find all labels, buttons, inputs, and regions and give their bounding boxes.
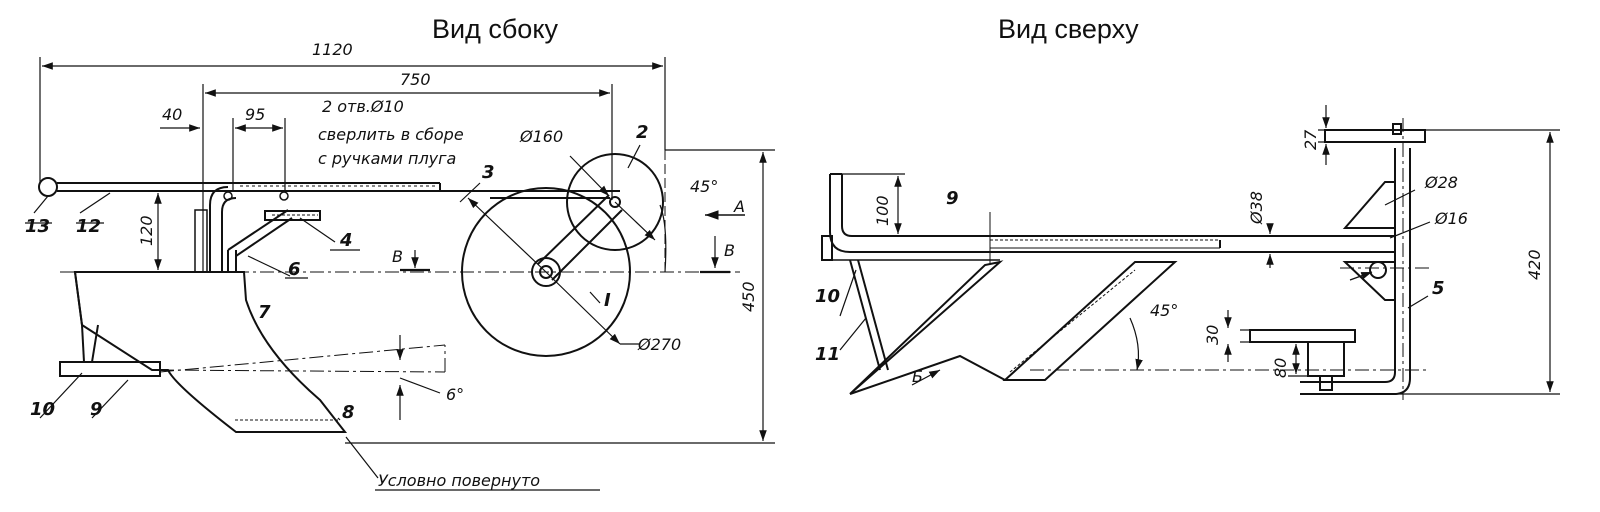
dim-40-95 xyxy=(160,118,286,192)
beam xyxy=(225,182,620,199)
dim-45-label: 45° xyxy=(690,177,718,196)
part-12-label: 12 xyxy=(76,216,101,237)
top-view xyxy=(821,105,1560,400)
part-6-label: 6 xyxy=(288,259,301,280)
dim-420-label: 420 xyxy=(1525,249,1544,280)
section-b2-label: В xyxy=(724,241,735,260)
dim-27 xyxy=(1318,105,1335,165)
brace-6 xyxy=(227,209,289,251)
dim-d28-label: Ø28 xyxy=(1424,173,1458,192)
dim-d38-label: Ø38 xyxy=(1247,191,1266,225)
dim-750 xyxy=(202,84,613,272)
strut-11 xyxy=(849,259,881,371)
side-view-text: 1120 750 40 95 2 отв.Ø10 сверлить в сбор… xyxy=(25,40,758,490)
dim-80-label: 80 xyxy=(1271,358,1290,378)
part-3-label: 3 xyxy=(482,162,495,183)
wheel-160 xyxy=(566,153,664,251)
dim-100 xyxy=(842,173,905,234)
plate-4 xyxy=(264,210,321,221)
dim-d270-label: Ø270 xyxy=(637,335,681,354)
dim-1120 xyxy=(39,57,666,182)
label-leaders xyxy=(25,144,641,491)
part-11-label: 11 xyxy=(815,344,840,365)
top-view-text: 100 Ø38 Ø28 Ø16 27 420 30 80 45° Б 9 5 1… xyxy=(815,129,1544,386)
dim-450-label: 450 xyxy=(739,281,758,312)
dim-120 xyxy=(148,190,195,270)
part-10-label: 10 xyxy=(30,399,55,420)
part-4-label: 4 xyxy=(339,230,353,251)
dim-750-label: 750 xyxy=(400,70,431,89)
dim-d16-label: Ø16 xyxy=(1434,209,1468,228)
drill-note-1: сверлить в сборе xyxy=(318,125,464,144)
top-leaders xyxy=(839,189,1431,386)
handle-bar xyxy=(38,177,230,197)
part-10-top-label: 10 xyxy=(815,286,840,307)
section-b1-label: В xyxy=(392,247,403,266)
top-view-title: Вид сверху xyxy=(998,14,1139,44)
runner xyxy=(59,324,161,377)
part-8-label: 8 xyxy=(342,402,355,423)
section-marks xyxy=(400,236,730,274)
part-7-label: 7 xyxy=(258,302,271,323)
part-5-label: 5 xyxy=(1432,278,1445,299)
part-9-top-label: 9 xyxy=(946,188,959,209)
plough-body xyxy=(73,271,348,433)
gussets xyxy=(1342,181,1396,301)
dim-1120-label: 1120 xyxy=(312,40,353,59)
side-view-title: Вид сбоку xyxy=(432,14,558,44)
dim-30-80 xyxy=(1224,310,1308,377)
side-view xyxy=(25,57,775,491)
part-1-label: I xyxy=(604,290,611,311)
part-9-label: 9 xyxy=(90,399,103,420)
rotated-note: Условно повернуто xyxy=(378,471,540,490)
dim-27-label: 27 xyxy=(1301,129,1320,150)
dim-120-label: 120 xyxy=(137,215,156,246)
drill-note-2: с ручками плуга xyxy=(318,149,456,168)
main-tube xyxy=(821,173,1395,265)
arrow-a-label: A xyxy=(733,197,745,216)
top-centerlines xyxy=(1030,118,1430,400)
wheel-strut xyxy=(537,194,610,265)
dim-420 xyxy=(1344,129,1560,395)
dim-40-label: 40 xyxy=(162,105,182,124)
part-13-label: 13 xyxy=(25,216,50,237)
dim-450 xyxy=(345,149,775,444)
arrow-b-label: Б xyxy=(912,367,923,386)
frame-5 xyxy=(1249,123,1426,395)
dim-45-top-label: 45° xyxy=(1150,301,1178,320)
dim-100-label: 100 xyxy=(873,195,892,226)
dim-30-label: 30 xyxy=(1203,325,1222,345)
part-2-label: 2 xyxy=(636,122,649,143)
holes-label: 2 отв.Ø10 xyxy=(322,97,404,116)
hole-1 xyxy=(223,191,233,201)
hole-2 xyxy=(279,191,289,201)
dim-d160-label: Ø160 xyxy=(519,127,563,146)
dim-6deg-label: 6° xyxy=(446,385,464,404)
dim-6deg xyxy=(396,335,441,420)
dim-95-label: 95 xyxy=(245,105,265,124)
share-blade xyxy=(849,260,1178,395)
